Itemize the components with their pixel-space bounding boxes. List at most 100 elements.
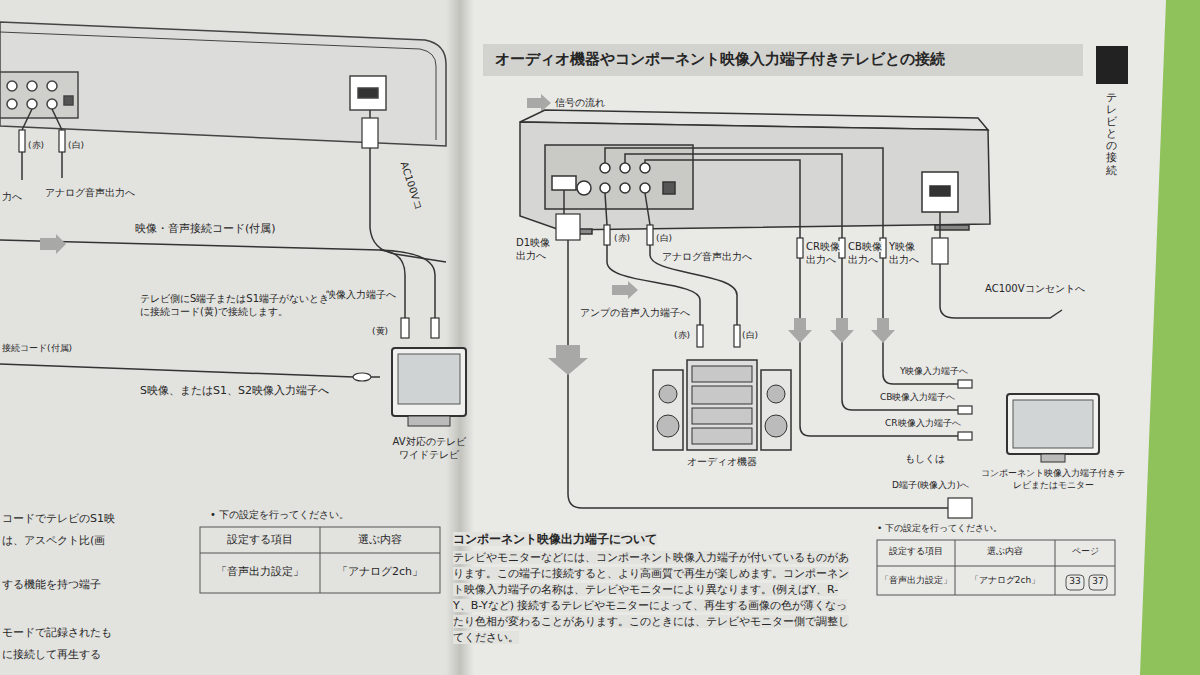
callout-text: (黄) [372, 326, 388, 336]
label-box: アナログ音声出力へ [45, 186, 135, 199]
audio-illustration [687, 360, 757, 450]
body-text: テレビ側にS端子またはS1端子がないときに接続コード(黄)で接続します。 [140, 293, 329, 317]
cables-right [563, 190, 565, 214]
audio-illustration [692, 408, 752, 424]
callout-text: 「音声出力設定」 [880, 575, 952, 585]
plugs-left [19, 130, 25, 152]
cables-left [22, 109, 32, 130]
tv-illustration [390, 344, 468, 432]
callout-text: (白) [742, 330, 758, 340]
callout-text: 映像・音声接続コード(付属) [135, 222, 276, 235]
audio-illustration [767, 385, 785, 403]
paper [0, 0, 462, 675]
audio-illustration [765, 415, 787, 437]
label-box: CB映像入力端子へ [880, 392, 955, 404]
callout-text: D1映像出力へ [516, 237, 550, 261]
tv-illustration [408, 416, 450, 426]
callout-text: CR映像出力へ [806, 241, 840, 265]
device-label: AV対応のテレビ ワイドテレビ [386, 435, 472, 461]
audio-illustration [692, 428, 752, 444]
cables-left [0, 240, 405, 318]
callout-text: Y映像出力へ [889, 241, 919, 265]
label-box: 「アナログ2ch」 [955, 575, 1055, 587]
paper [0, 0, 1166, 675]
tv-illustration [398, 354, 460, 404]
label-box: 接続コード(付属) [2, 343, 72, 355]
label-box: D端子(映像入力)へ [892, 480, 969, 492]
label-box: D1映像出力へ [516, 236, 556, 262]
legend-item: 信号の流れ [555, 96, 605, 109]
label-box: 設定する項目 [877, 546, 955, 558]
callout-text: アナログ音声出力へ [662, 251, 752, 262]
label-box: Y映像出力へ [889, 240, 925, 266]
audio-illustration [657, 415, 679, 437]
settings-table-right [877, 540, 1115, 595]
dvd-player [577, 181, 591, 195]
dvd-player-left [358, 88, 378, 98]
label-box: 「アナログ2ch」 [320, 565, 440, 579]
plugs-right [948, 498, 972, 518]
dvd-player-left [0, 22, 446, 146]
dvd-player-left [0, 72, 78, 118]
title-bar [483, 44, 1083, 76]
callout-text: 接続コード(付属) [2, 343, 72, 353]
monitor-illustration [1041, 454, 1065, 462]
cables-left [21, 152, 23, 180]
callout-text: S映像、またはS1、S2映像入力端子へ [140, 384, 329, 397]
callout-text: アンプの音声入力端子へ [580, 307, 690, 318]
callout-text: • 下の設定を行ってください。 [877, 523, 1002, 533]
cables-right [605, 193, 607, 225]
section-tab [1096, 46, 1128, 84]
monitor-illustration [1007, 394, 1099, 454]
plugs-right [556, 214, 972, 518]
callout-text: 設定する項目 [889, 546, 943, 556]
label-box: 映像入力端子へ [326, 288, 396, 301]
callout-text: もしくは [905, 453, 945, 464]
cables-left [0, 109, 446, 377]
device-node: AV対応のテレビ ワイドテレビ [386, 344, 472, 461]
callout-text: D端子(映像入力)へ [892, 480, 969, 490]
dvd-player-left [27, 99, 37, 109]
monitor-illustration [1013, 400, 1093, 448]
callout-text: (赤) [28, 140, 44, 150]
callout-text: CB映像入力端子へ [880, 392, 955, 402]
audio-illustration [652, 352, 792, 452]
cables-right [625, 154, 842, 238]
callout-text: 設定する項目 [227, 533, 293, 546]
label-box: (黄) [372, 326, 388, 338]
label-box: CR映像入力端子へ [885, 418, 961, 430]
callout-text: 37 [1092, 576, 1103, 586]
cables-right [800, 258, 958, 436]
node-picture [980, 390, 1126, 465]
dvd-player [552, 176, 576, 190]
callout-text: (赤) [674, 330, 690, 340]
cables-right [645, 193, 650, 225]
callout-text: 「アナログ2ch」 [970, 575, 1040, 585]
signal-arrow [830, 318, 854, 343]
settings-table-left [320, 527, 321, 593]
dvd-player-left [64, 96, 73, 105]
callout-text: CB映像出力へ [848, 241, 882, 265]
plugs-right [556, 214, 580, 240]
signal-arrow [871, 318, 895, 343]
dvd-player-left [0, 22, 446, 146]
monitor-illustration [1003, 390, 1103, 465]
callout-text: コードでテレビのS1映 [2, 512, 115, 525]
label-box: Y映像入力端子へ [900, 366, 969, 378]
label-box: (白) [68, 140, 84, 152]
callout-text: 33 [1069, 576, 1080, 586]
dvd-player-left [350, 76, 386, 110]
dvd-player-left [27, 81, 37, 91]
callout-text: • 下の設定を行ってください。 [210, 509, 349, 520]
label-box: (赤) [614, 233, 630, 245]
callout-text: 選ぶ内容 [987, 546, 1023, 556]
callout-text: (白) [656, 233, 672, 243]
dvd-player [930, 186, 950, 196]
callout-text: 映像入力端子へ [326, 289, 396, 300]
label-box: する機能を持つ端子 [2, 578, 101, 592]
callout-text: CR映像入力端子へ [885, 418, 961, 428]
dvd-player [640, 163, 650, 173]
label-box: モードで記録されたも [2, 626, 112, 640]
device-label: オーディオ機器 [648, 455, 796, 468]
label-box: 選ぶ内容 [955, 546, 1055, 558]
